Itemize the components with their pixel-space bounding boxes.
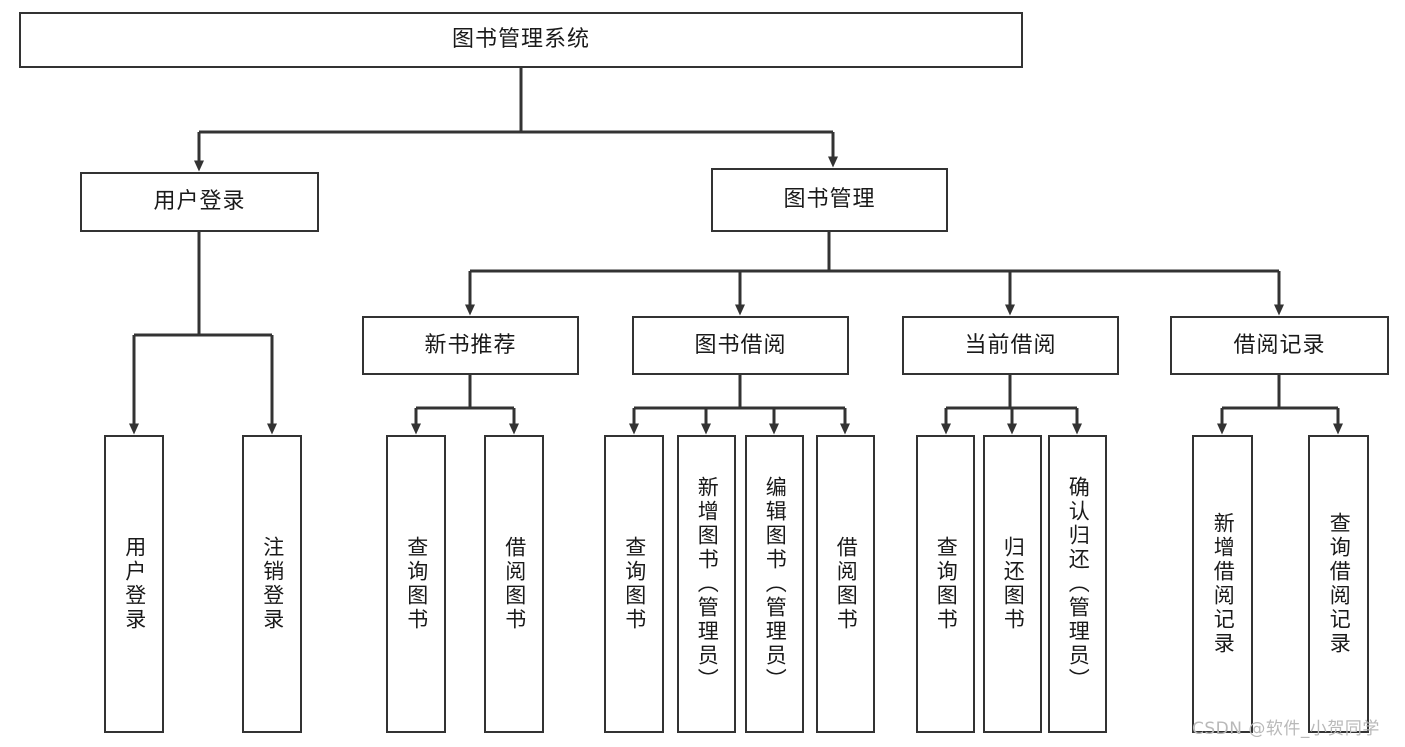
node-user-login-label: 用户登录 [153, 189, 246, 215]
csdn-watermark: CSDN @软件_小贺同学 [1192, 719, 1380, 739]
node-current-borrow-label: 当前借阅 [964, 332, 1057, 358]
leaf-logout[interactable]: 注销登录 [242, 435, 302, 733]
leaf-query-book-recommend[interactable]: 查询图书 [386, 435, 446, 733]
node-new-book-recommend-label: 新书推荐 [424, 332, 517, 358]
leaf-add-book-admin-label: 新增图书（管理员） [695, 476, 720, 692]
leaf-borrow-book-recommend[interactable]: 借阅图书 [484, 435, 544, 733]
leaf-add-borrow-record-label: 新增借阅记录 [1211, 512, 1236, 656]
leaf-query-borrow-record-label: 查询借阅记录 [1327, 512, 1352, 656]
leaf-query-book-recommend-label: 查询图书 [404, 536, 429, 632]
leaf-borrow-book[interactable]: 借阅图书 [816, 435, 875, 733]
node-borrow-records-label: 借阅记录 [1233, 332, 1326, 358]
leaf-query-borrow-record[interactable]: 查询借阅记录 [1308, 435, 1369, 733]
node-new-book-recommend[interactable]: 新书推荐 [362, 316, 579, 375]
leaf-borrow-book-recommend-label: 借阅图书 [502, 536, 527, 632]
leaf-user-login-label: 用户登录 [122, 536, 147, 632]
leaf-user-login[interactable]: 用户登录 [104, 435, 164, 733]
node-book-borrow[interactable]: 图书借阅 [632, 316, 849, 375]
node-user-login[interactable]: 用户登录 [80, 172, 319, 232]
leaf-query-book-current-label: 查询图书 [934, 536, 959, 632]
leaf-return-book-label: 归还图书 [1001, 536, 1026, 632]
leaf-query-book-borrow[interactable]: 查询图书 [604, 435, 664, 733]
leaf-edit-book-admin-label: 编辑图书（管理员） [763, 476, 788, 692]
node-borrow-records[interactable]: 借阅记录 [1170, 316, 1389, 375]
leaf-confirm-return-admin[interactable]: 确认归还（管理员） [1048, 435, 1107, 733]
node-book-management[interactable]: 图书管理 [711, 168, 948, 232]
node-root-system[interactable]: 图书管理系统 [19, 12, 1023, 68]
leaf-logout-label: 注销登录 [260, 536, 285, 632]
leaf-edit-book-admin[interactable]: 编辑图书（管理员） [745, 435, 804, 733]
node-book-management-label: 图书管理 [783, 187, 876, 213]
leaf-query-book-borrow-label: 查询图书 [622, 536, 647, 632]
leaf-borrow-book-label: 借阅图书 [834, 536, 859, 632]
node-current-borrow[interactable]: 当前借阅 [902, 316, 1119, 375]
leaf-add-borrow-record[interactable]: 新增借阅记录 [1192, 435, 1253, 733]
node-root-label: 图书管理系统 [451, 27, 590, 53]
node-book-borrow-label: 图书借阅 [694, 332, 787, 358]
leaf-add-book-admin[interactable]: 新增图书（管理员） [677, 435, 736, 733]
leaf-confirm-return-admin-label: 确认归还（管理员） [1066, 476, 1091, 692]
leaf-return-book[interactable]: 归还图书 [983, 435, 1042, 733]
leaf-query-book-current[interactable]: 查询图书 [916, 435, 975, 733]
